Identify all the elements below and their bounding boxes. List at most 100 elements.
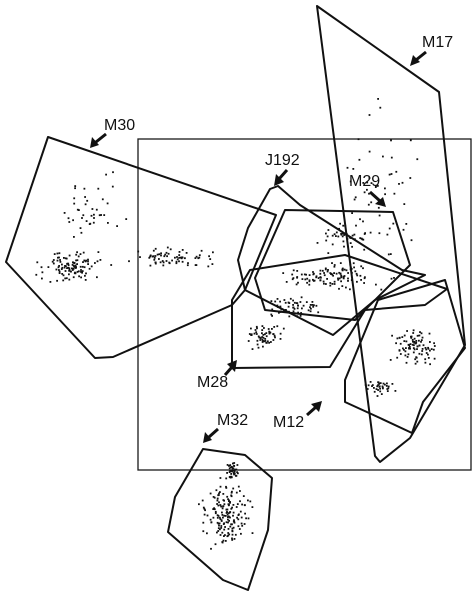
scatter-dot [72,276,75,279]
scatter-dot [90,214,93,217]
scatter-dot [312,278,314,281]
scatter-dot [229,501,231,503]
scatter-dot [171,259,173,262]
scatter-dot [139,256,141,258]
scatter-dot [81,265,84,268]
scatter-dot [236,464,239,466]
scatter-dot [319,272,322,275]
scatter-dot [87,263,89,265]
scatter-dot [384,187,386,190]
scatter-dot [219,504,222,506]
scatter-dot [288,315,291,318]
scatter-dot [368,114,371,116]
scatter-dot [398,183,400,185]
scatter-dot [376,185,379,187]
scatter-dot [331,273,334,276]
scatter-dot [270,300,273,302]
scatter-dot [419,331,421,333]
scatter-dot [58,252,61,255]
scatter-dot [305,273,307,276]
scatter-dot [214,512,217,515]
scatter-dot [396,356,399,359]
scatter-dot [152,255,155,258]
scatter-dot [366,181,369,184]
scatter-dot [154,255,157,257]
scatter-dot [242,495,245,497]
scatter-dot [220,520,223,522]
scatter-dot [59,259,61,261]
scatter-dot [283,299,286,301]
scatter-dot [276,325,279,328]
hull-m28 [231,254,448,369]
scatter-dot [390,173,393,175]
scatter-dot [386,382,388,385]
scatter-dot [345,286,347,289]
scatter-dot [77,255,80,258]
scatter-dot [95,208,98,211]
scatter-dot [351,234,354,237]
scatter-dot [158,253,161,256]
scatter-dot [222,499,225,501]
scatter-dot [247,499,249,502]
scatter-dot [261,332,263,335]
scatter-dot [392,222,395,225]
scatter-dot [340,232,342,235]
scatter-dot [379,106,382,109]
scatter-dot [200,249,203,252]
scatter-dot [343,268,346,271]
scatter-dot [68,267,71,270]
scatter-dot [412,329,415,332]
scatter-dot [226,495,229,498]
scatter-dot [315,276,318,279]
scatter-dot [271,308,274,311]
scatter-dot [360,279,362,281]
scatter-dot [64,265,66,267]
label-m32-arrow [208,427,219,439]
scatter-dot [349,288,351,291]
scatter-dot [237,518,240,521]
scatter-dot [232,467,235,470]
scatter-dot [402,347,404,350]
scatter-dot [110,264,113,266]
scatter-dot [339,262,342,264]
scatter-dot [321,269,324,272]
scatter-dot [331,243,334,246]
scatter-dot [231,490,233,493]
scatter-dot [433,342,435,345]
scatter-dot [264,333,266,336]
scatter-dot [272,339,275,341]
scatter-dot [250,327,252,330]
scatter-dot [391,383,394,385]
scatter-dot [243,523,246,525]
scatter-dot [224,540,227,542]
scatter-dot [56,259,59,262]
scatter-dot [36,261,39,264]
scatter-dot [73,202,76,205]
label-m29-text: M29 [349,173,380,190]
scatter-dot [219,516,221,519]
scatter-dot [352,262,355,265]
scatter-dot [322,280,325,283]
scatter-dot [342,277,345,280]
scatter-dot [78,275,80,278]
scatter-dot [76,263,78,265]
scatter-dot [225,477,228,480]
scatter-dot [75,259,77,262]
scatter-dot [371,385,373,387]
scatter-dot [259,339,262,341]
scatter-dot [232,504,235,506]
scatter-dot [58,269,60,271]
scatter-dot [213,508,215,510]
scatter-dot [327,229,330,231]
scatter-dot [90,265,93,268]
scatter-dot [356,280,358,283]
scatter-dot [224,526,226,528]
scatter-dot [68,269,70,272]
scatter-dot [300,273,303,276]
scatter-dot [327,252,330,254]
scatter-dot [404,354,407,357]
scatter-dot [337,277,339,280]
scatter-dot [233,519,235,522]
scatter-dot [71,269,74,271]
scatter-dot [256,343,259,346]
